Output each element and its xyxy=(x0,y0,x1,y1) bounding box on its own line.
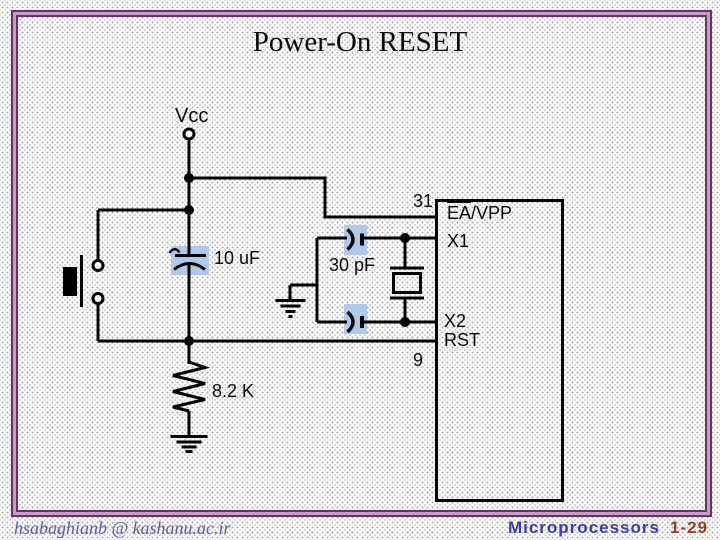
slide-border-frame xyxy=(11,10,712,517)
pushbutton-contact-top xyxy=(91,259,105,272)
pushbutton-contact-bottom xyxy=(91,292,105,305)
junction-dot xyxy=(184,336,194,346)
footer-right: Microprocessors 1-29 xyxy=(508,518,708,538)
resistor-symbol xyxy=(172,360,211,413)
pin-9-number: 9 xyxy=(413,350,424,370)
junction-dot xyxy=(184,205,194,215)
vcc-label: Vcc xyxy=(175,105,209,127)
footer-page-number: 1-29 xyxy=(669,518,708,537)
junction-dot xyxy=(400,233,410,243)
cap-30pf-top-curved-plate xyxy=(346,228,355,251)
cap-10uf-curl xyxy=(168,247,181,254)
cap-10uf-label: 10 uF xyxy=(214,248,261,268)
ic-body xyxy=(435,199,564,502)
footer-course: Microprocessors xyxy=(507,518,660,537)
cap-10uf-plate-curved xyxy=(173,262,206,271)
x2-pin-label: X2 xyxy=(444,311,467,331)
junction-dot xyxy=(400,317,410,327)
pin-31-number: 31 xyxy=(412,191,433,211)
slide-title: Power-On RESET xyxy=(252,26,468,58)
junction-dot xyxy=(184,173,194,183)
ea-vpp-pin-label: EA/VPP xyxy=(447,203,513,224)
rst-pin-label: RST xyxy=(444,330,480,350)
wire-ea-pin31 xyxy=(189,176,435,219)
capacitor-10uf-symbol xyxy=(168,247,206,271)
ground-icon-main xyxy=(170,435,208,453)
cap-30pf-label: 30 pF xyxy=(329,255,376,275)
vcc-terminal-icon xyxy=(182,127,196,141)
crystal-body xyxy=(392,272,422,294)
crystal-symbol xyxy=(390,266,424,300)
pushbutton-cap xyxy=(63,267,77,296)
cap-30pf-bottom-curved-plate xyxy=(346,310,355,334)
ground-icon-osc xyxy=(275,299,306,318)
ea-overlined-text: EA xyxy=(447,203,472,223)
footer-email: hsabaghianb @ kashanu.ac.ir xyxy=(14,518,231,538)
junction-dots xyxy=(184,173,410,346)
vpp-text: /VPP xyxy=(471,203,513,223)
capacitor-30pf-top-symbol xyxy=(346,228,364,251)
capacitor-30pf-bottom-symbol xyxy=(346,310,364,334)
resistor-8k2-label: 8.2 K xyxy=(212,381,255,401)
pushbutton-switch-icon xyxy=(63,255,105,307)
wires xyxy=(96,139,435,436)
x1-pin-label: X1 xyxy=(447,231,470,251)
